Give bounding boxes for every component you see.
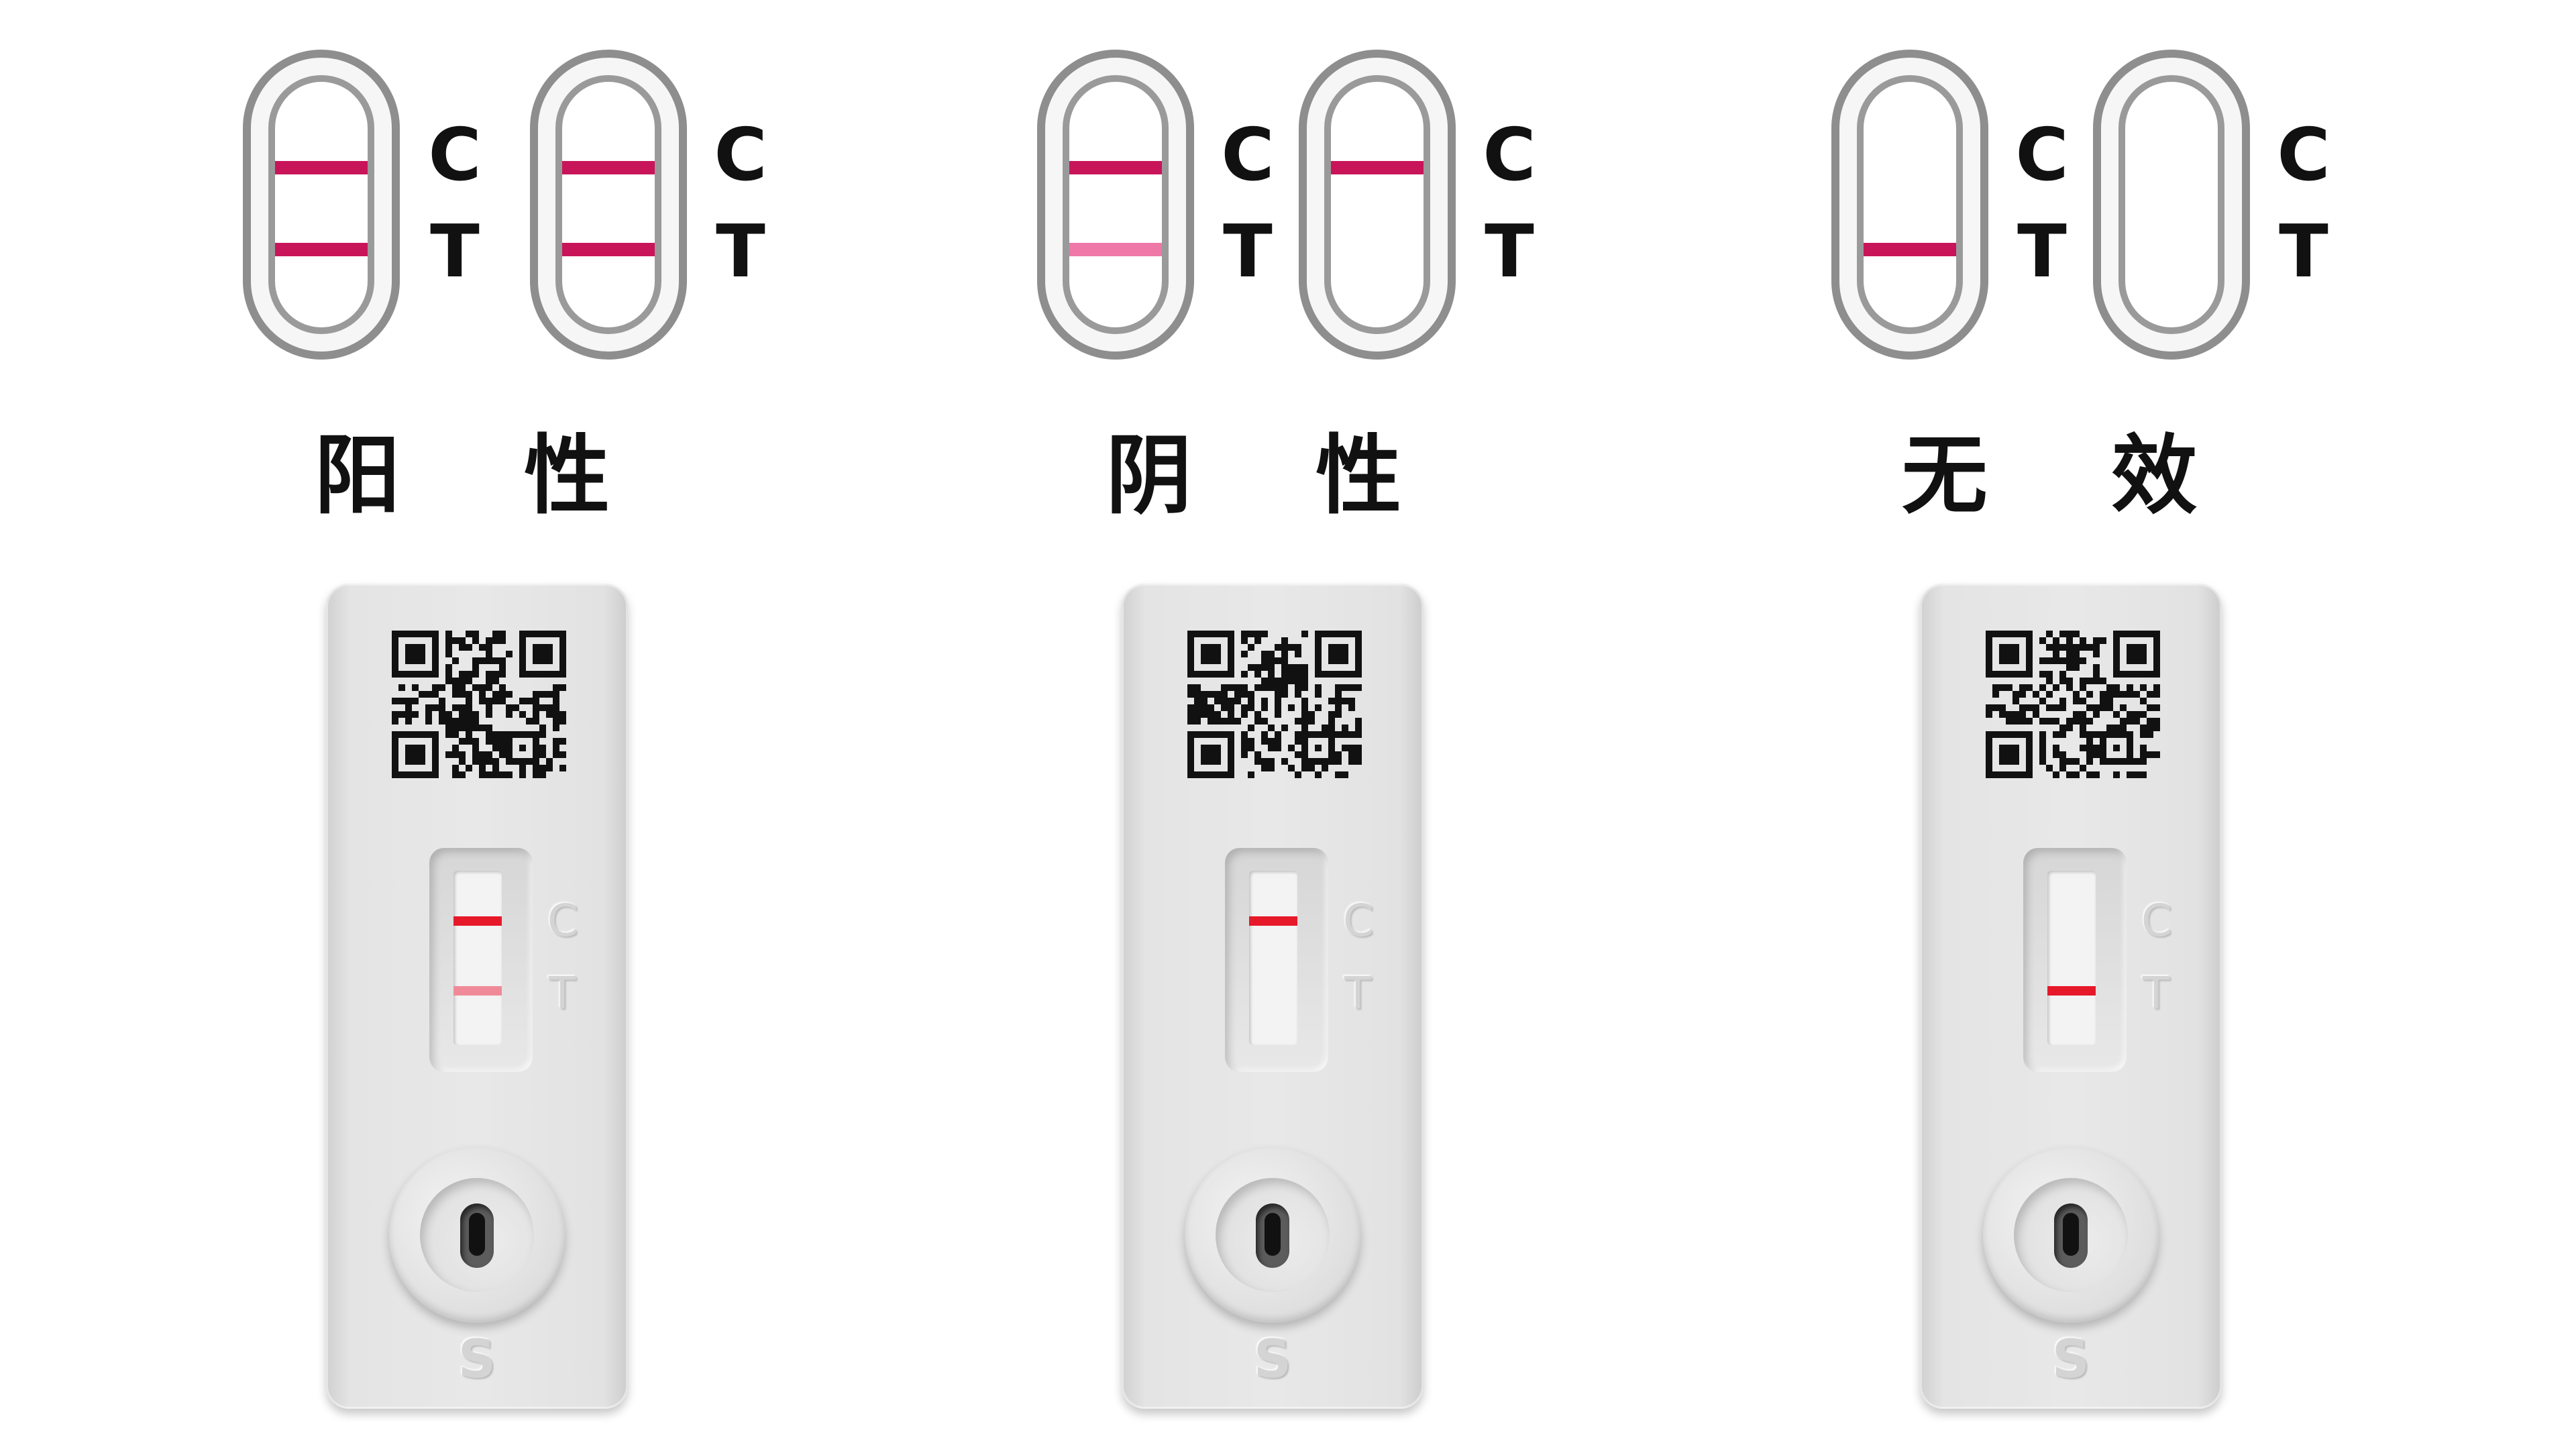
- result-window: [1225, 848, 1328, 1072]
- result-group-1: C T C T 阳 性 C T S: [0, 0, 859, 1449]
- t-letter: T: [2279, 210, 2328, 294]
- c-letter: C: [1483, 113, 1536, 197]
- t-letter: T: [2143, 967, 2170, 1019]
- t-line: [562, 243, 655, 256]
- result-label-positive: 阳 性: [314, 426, 657, 526]
- result-window: [429, 848, 533, 1072]
- c-letter: C: [428, 113, 482, 197]
- t-letter: T: [549, 967, 576, 1019]
- t-letter: T: [1485, 210, 1534, 294]
- indicator-diagram: [1299, 50, 1456, 360]
- sample-well: [389, 1147, 565, 1323]
- indicator-diagram: [1037, 50, 1194, 360]
- sample-letter: S: [1253, 1330, 1292, 1390]
- qr-code-icon: [392, 631, 566, 778]
- indicator-diagram: [243, 50, 400, 360]
- c-letter: C: [2015, 113, 2069, 197]
- t-letter: T: [2017, 210, 2067, 294]
- t-letter: T: [1344, 967, 1372, 1019]
- c-letter: C: [714, 113, 767, 197]
- t-line: [2047, 986, 2096, 996]
- c-letter: C: [2141, 895, 2173, 947]
- sample-hole: [2054, 1203, 2088, 1268]
- sample-well: [1185, 1147, 1360, 1323]
- indicator-diagram: [530, 50, 687, 360]
- test-cassette: C T S: [1122, 584, 1424, 1409]
- c-letter: C: [1343, 895, 1375, 947]
- result-label-negative: 阴 性: [1106, 426, 1449, 526]
- t-letter: T: [430, 210, 480, 294]
- test-strip: [2047, 871, 2096, 1045]
- t-line: [275, 243, 368, 256]
- c-letter: C: [547, 895, 579, 947]
- c-line: [1249, 916, 1297, 926]
- c-line: [562, 161, 655, 174]
- sample-hole: [1256, 1203, 1289, 1268]
- c-letter: C: [2277, 113, 2330, 197]
- c-line: [1331, 161, 1424, 174]
- t-letter: T: [1223, 210, 1273, 294]
- qr-code-icon: [1986, 631, 2160, 778]
- sample-letter: S: [458, 1330, 496, 1390]
- c-line: [453, 916, 502, 926]
- indicator-diagram: [2093, 50, 2250, 360]
- c-line: [1069, 161, 1162, 174]
- t-line: [1864, 243, 1956, 256]
- sample-letter: S: [2051, 1330, 2090, 1390]
- test-strip: [453, 871, 502, 1045]
- c-letter: C: [1221, 113, 1275, 197]
- qr-code-icon: [1187, 631, 1362, 778]
- sample-well: [1983, 1147, 2159, 1323]
- test-cassette: C T S: [1920, 584, 2222, 1409]
- test-strip: [1249, 871, 1297, 1045]
- result-group-3: C T C T 无 效 C T S: [1717, 0, 2576, 1449]
- c-line: [275, 161, 368, 174]
- test-cassette: C T S: [326, 584, 628, 1409]
- indicator-diagram: [1831, 50, 1988, 360]
- result-group-2: C T C T 阴 性 C T S: [859, 0, 1717, 1449]
- t-line: [453, 986, 502, 996]
- sample-hole: [460, 1203, 494, 1268]
- result-window: [2023, 848, 2127, 1072]
- t-line: [1069, 243, 1162, 256]
- t-letter: T: [716, 210, 765, 294]
- result-label-invalid: 无 效: [1901, 426, 2245, 526]
